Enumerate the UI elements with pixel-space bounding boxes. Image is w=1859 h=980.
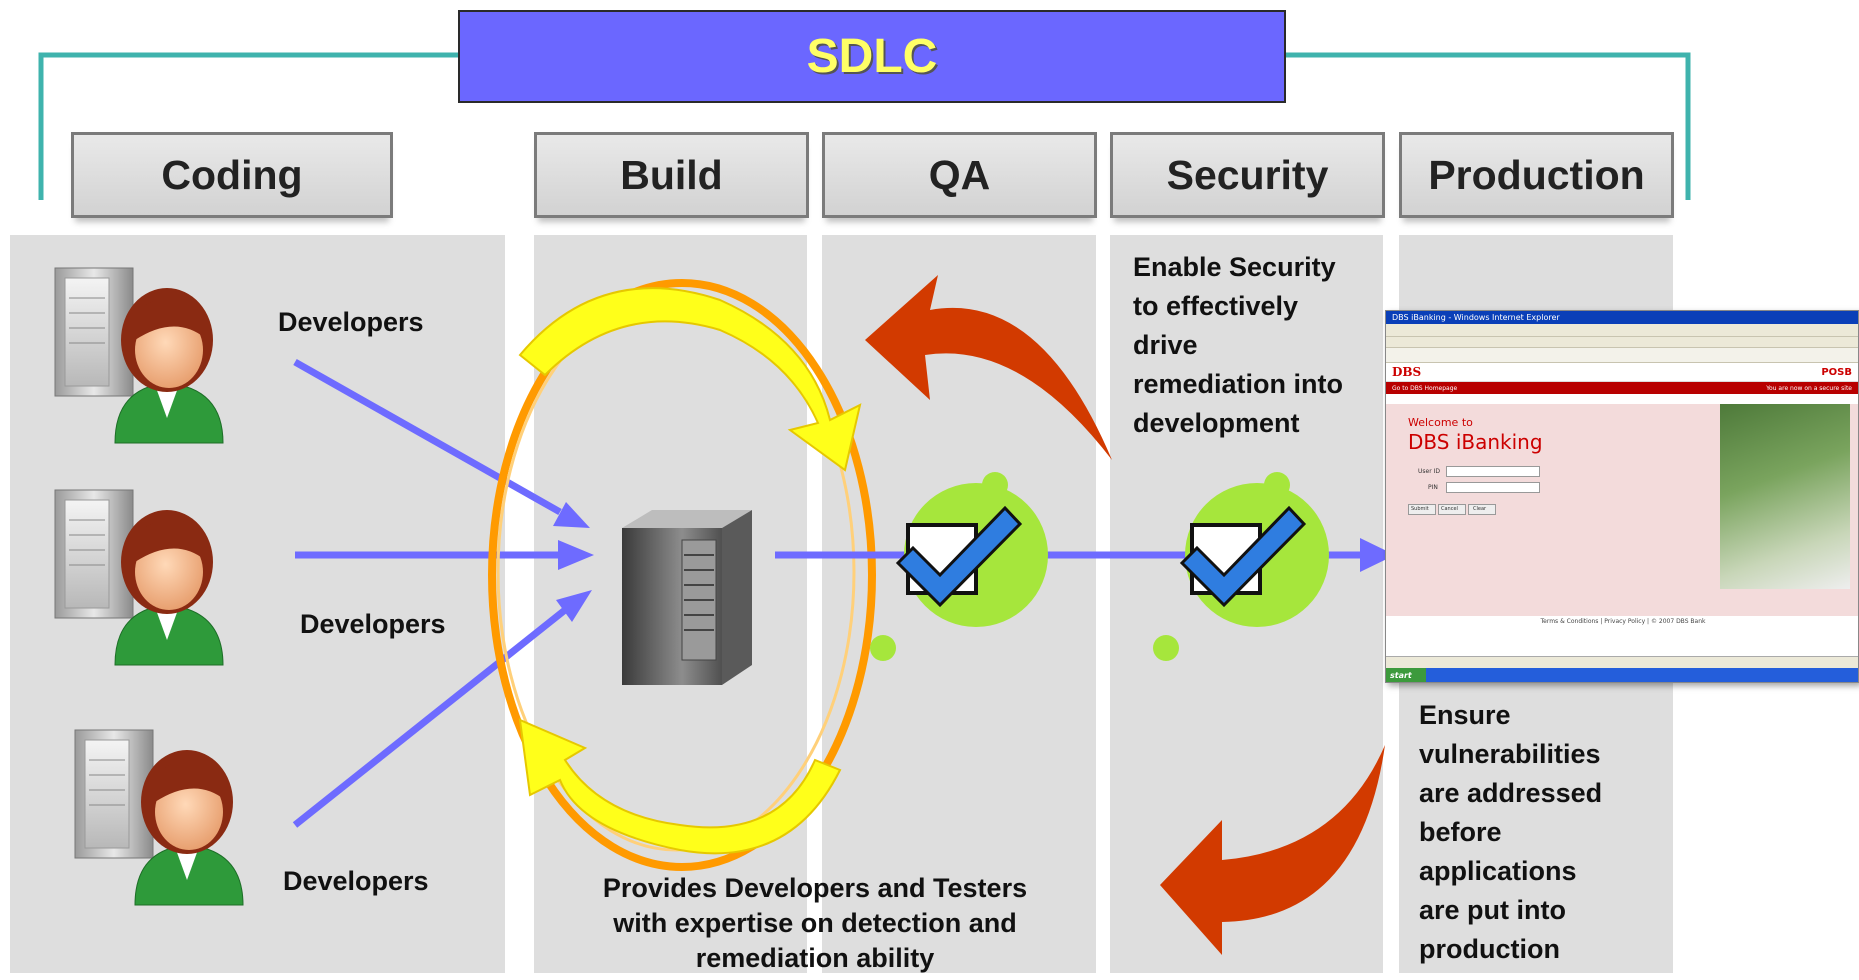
bank-logo: DBS [1392, 365, 1422, 379]
security-note: Enable Security to effectively drive rem… [1133, 248, 1343, 443]
developer-icon [74, 729, 244, 906]
browser-address-bar [1386, 324, 1858, 337]
dev-arrow-top [293, 358, 590, 528]
browser-screenshot: DBS iBanking - Windows Internet Explorer… [1385, 310, 1859, 683]
footer-note-line: remediation ability [695, 943, 935, 973]
security-note-line: Enable Security [1133, 252, 1336, 282]
production-note-line: are put into [1419, 895, 1566, 925]
clear-label: Clear [1473, 506, 1487, 512]
production-note-line: are addressed [1419, 778, 1603, 808]
stage-label-coding: Coding [161, 151, 303, 198]
qa-check-icon [870, 472, 1048, 661]
developers-label-bottom: Developers [283, 866, 429, 896]
start-button: start [1386, 668, 1426, 682]
sdlc-title: SDLC [458, 10, 1286, 103]
remediation-arrow [865, 275, 1112, 460]
windows-taskbar: start [1386, 668, 1858, 682]
login-panel: Welcome to DBS iBanking User ID PIN Subm… [1386, 404, 1858, 616]
security-note-line: remediation into [1133, 369, 1344, 399]
stage-label-production: Production [1428, 151, 1645, 198]
production-note-line: applications [1419, 856, 1577, 886]
secure-text: You are now on a secure site [1766, 384, 1852, 392]
production-note-line: Ensure [1419, 700, 1511, 730]
clear-button: Clear [1468, 504, 1496, 515]
developer-icon [54, 267, 224, 444]
bank-red-bar: Go to DBS Homepage You are now on a secu… [1386, 382, 1858, 394]
browser-status-bar [1386, 656, 1858, 669]
footer-note: Provides Developers and Testers with exp… [540, 871, 1090, 976]
stage-header-qa: QA [822, 132, 1097, 218]
dev-arrow-bottom [292, 590, 592, 828]
cancel-label: Cancel [1441, 506, 1458, 512]
pin-label: PIN [1428, 484, 1438, 491]
user-id-field [1446, 466, 1540, 477]
user-id-label: User ID [1418, 468, 1440, 475]
sdlc-title-text: SDLC [806, 30, 938, 83]
footer-note-line: with expertise on detection and [613, 908, 1017, 938]
production-note: Ensure vulnerabilities are addressed bef… [1419, 696, 1602, 969]
stage-header-production: Production [1399, 132, 1674, 218]
browser-menu-bar [1386, 337, 1858, 348]
security-note-line: drive [1133, 330, 1198, 360]
posb-logo: POSB [1821, 366, 1852, 378]
production-note-line: before [1419, 817, 1502, 847]
feedback-loop [488, 279, 876, 871]
product-title: DBS iBanking [1408, 430, 1543, 454]
security-note-line: development [1133, 408, 1300, 438]
browser-title-bar: DBS iBanking - Windows Internet Explorer [1386, 311, 1858, 324]
security-note-line: to effectively [1133, 291, 1299, 321]
dev-arrow-middle [295, 540, 594, 570]
developer-icon [54, 489, 224, 666]
stage-label-build: Build [620, 151, 723, 198]
bank-footer: Terms & Conditions | Privacy Policy | © … [1386, 616, 1858, 628]
browser-tab-bar [1386, 348, 1858, 363]
cancel-button: Cancel [1438, 504, 1466, 515]
welcome-text: Welcome to [1408, 416, 1473, 429]
production-note-line: vulnerabilities [1419, 739, 1601, 769]
bank-photo [1720, 404, 1850, 589]
developers-label-top: Developers [278, 307, 424, 337]
stage-header-build: Build [534, 132, 809, 218]
stage-header-coding: Coding [71, 132, 393, 218]
build-server-icon [622, 510, 752, 685]
footer-note-line: Provides Developers and Testers [602, 873, 1028, 903]
home-link: Go to DBS Homepage [1392, 384, 1458, 392]
submit-label: Submit [1411, 506, 1429, 512]
security-check-icon [1153, 472, 1329, 661]
stage-label-security: Security [1166, 151, 1329, 198]
production-feedback-arrow [1160, 745, 1385, 955]
pin-field [1446, 482, 1540, 493]
bank-header: DBS POSB [1386, 363, 1858, 382]
submit-button: Submit [1408, 504, 1436, 515]
production-note-line: production [1419, 934, 1560, 964]
stage-header-security: Security [1110, 132, 1385, 218]
stage-label-qa: QA [928, 151, 991, 198]
developers-label-middle: Developers [300, 609, 446, 639]
